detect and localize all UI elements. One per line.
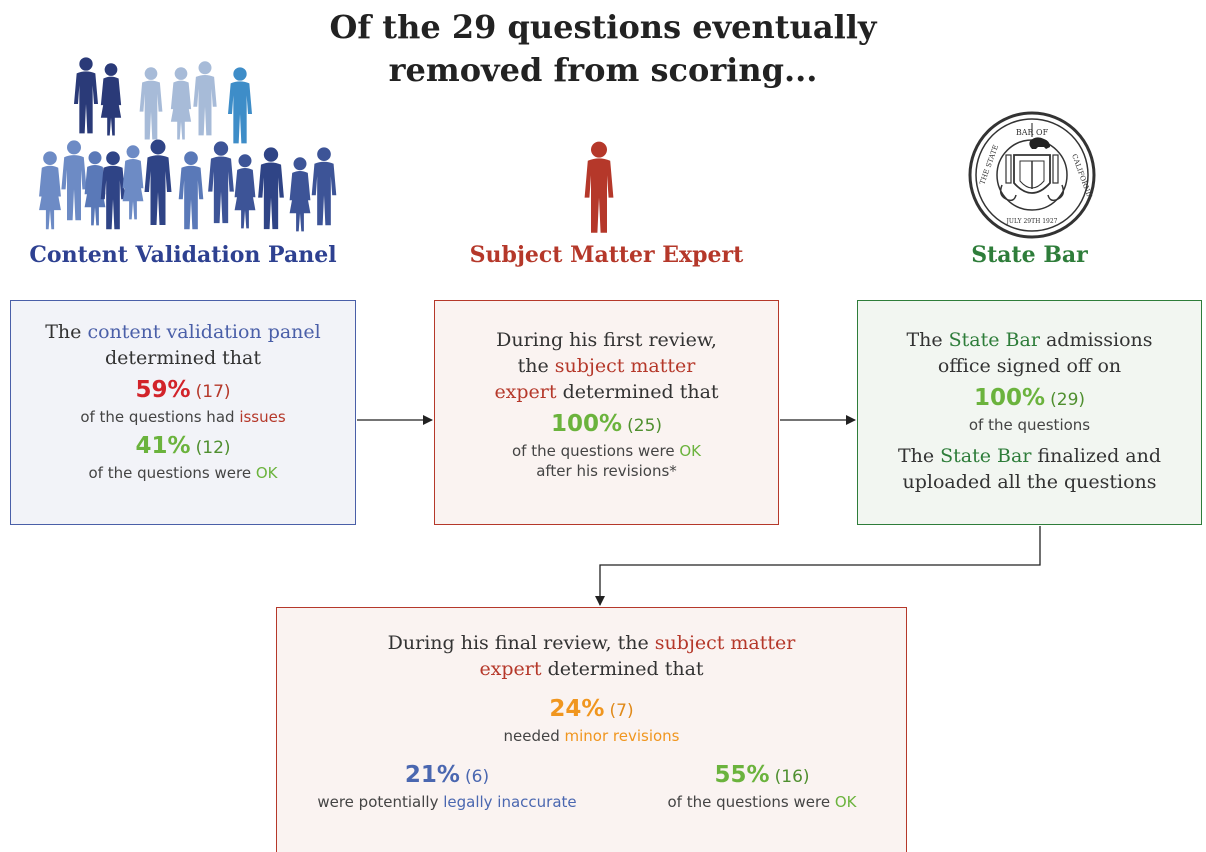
expert-stat-label: of the questions were OK after his revis…	[512, 442, 701, 480]
heading-state-bar: State Bar	[971, 242, 1088, 268]
final-stat-ok-label: of the questions were OK	[667, 793, 857, 811]
heading-subject-matter-expert: Subject Matter Expert	[469, 242, 744, 268]
statebar-finalized-text: The State Bar finalized and uploaded all…	[897, 445, 1162, 493]
crowd-silhouette-icon	[39, 57, 337, 232]
final-review-description: During his final review, the subject mat…	[387, 632, 796, 680]
expert-box: During his first review, the subject mat…	[434, 300, 779, 525]
final-stat-minor-revisions: 24% (7)	[549, 696, 634, 722]
svg-text:BAR OF: BAR OF	[1016, 128, 1049, 137]
panel-description: The content validation panel determined …	[45, 321, 321, 369]
heading-content-validation-panel: Content Validation Panel	[29, 242, 337, 268]
panel-stat-ok-label: of the questions were OK	[88, 464, 278, 482]
title-line-1: Of the 29 questions eventually	[329, 8, 877, 46]
panel-stat-ok: 41% (12)	[135, 433, 231, 459]
statebar-description: The State Bar admissions office signed o…	[906, 329, 1153, 377]
final-review-box: During his final review, the subject mat…	[276, 607, 907, 852]
panel-box: The content validation panel determined …	[10, 300, 356, 525]
expert-stat: 100% (25)	[550, 411, 663, 437]
statebar-stat: 100% (29)	[973, 385, 1086, 411]
title-line-2: removed from scoring...	[388, 51, 818, 89]
final-stat-legally-inaccurate: 21% (6)	[404, 762, 490, 788]
svg-text:JULY 29TH 1927: JULY 29TH 1927	[1006, 218, 1058, 225]
final-stat-legally-inaccurate-label: were potentially legally inaccurate	[317, 793, 577, 811]
statebar-box: The State Bar admissions office signed o…	[857, 300, 1202, 525]
panel-stat-issues: 59% (17)	[135, 377, 231, 403]
state-bar-seal-icon: BAR OF THE STATE CALIFORNIA JULY 29TH 19…	[968, 111, 1096, 239]
arrow-statebar-to-final	[595, 526, 1041, 606]
final-stat-minor-revisions-label: needed minor revisions	[503, 727, 680, 745]
statebar-stat-label: of the questions	[968, 416, 1091, 434]
person-silhouette-icon	[584, 141, 614, 233]
final-stat-ok: 55% (16)	[714, 762, 810, 788]
page-title: Of the 29 questions eventually removed f…	[0, 6, 1206, 92]
panel-stat-issues-label: of the questions had issues	[80, 408, 286, 426]
expert-description: During his first review, the subject mat…	[494, 329, 719, 403]
